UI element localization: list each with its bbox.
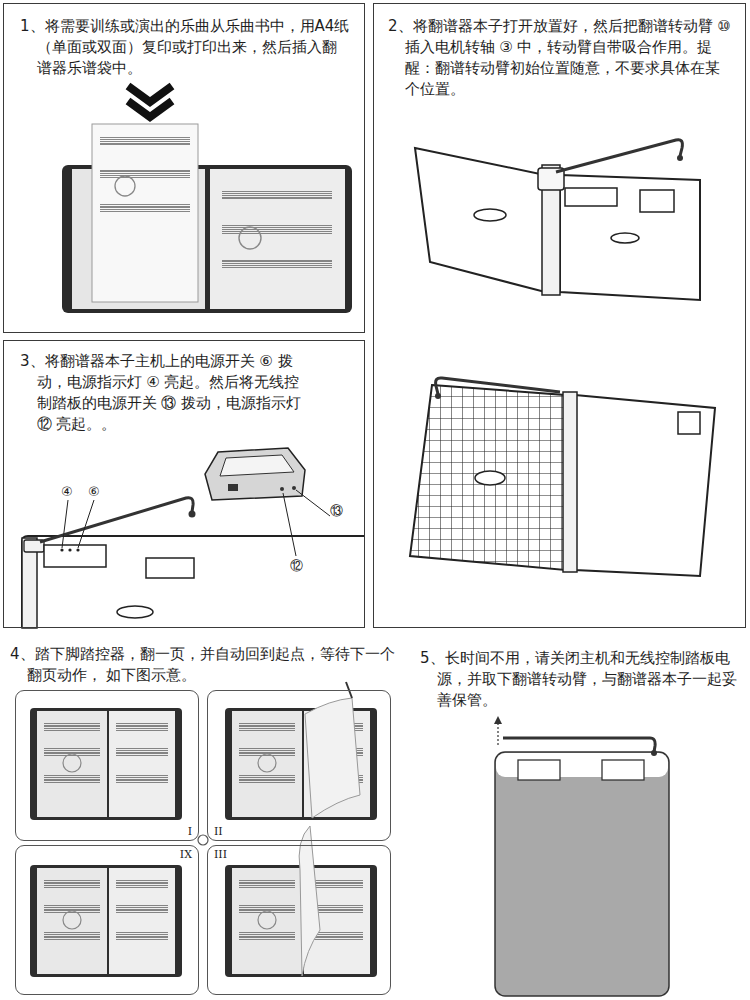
step-text: 2、将翻谱器本子打开放置好，然后把翻谱转动臂 ⑩ 插入电机转轴 ③ 中，转动臂自…	[388, 16, 733, 100]
frame-label: III	[214, 848, 227, 861]
step-text: 4、踏下脚踏控器，翻一页，并自动回到起点，等待下一个翻页动作， 如下图示意。	[10, 644, 399, 686]
step-text: 1、将需要训练或演出的乐曲从乐曲书中，用A4纸（单面或双面）复印或打印出来，然后…	[20, 16, 350, 79]
frame-label: II	[214, 825, 223, 838]
photo-frame: II	[207, 690, 391, 841]
photo-frame: I	[15, 690, 199, 841]
callout-number: ④	[61, 484, 73, 499]
photo-frame: III	[207, 845, 391, 995]
callout-number: ⑥	[88, 484, 100, 499]
step-panel: 3、将翻谱器本子主机上的电源开关 ⑥ 拨动，电源指示灯 ④ 亮起。然后将无线控制…	[3, 340, 365, 628]
callout-number: ⑬	[330, 503, 343, 518]
step-panel: 2、将翻谱器本子打开放置好，然后把翻谱转动臂 ⑩ 插入电机转轴 ③ 中，转动臂自…	[373, 3, 746, 628]
frame-label: I	[188, 825, 192, 838]
frame-label: IX	[180, 848, 192, 861]
step-text: 3、将翻谱器本子主机上的电源开关 ⑥ 拨动，电源指示灯 ④ 亮起。然后将无线控制…	[20, 351, 314, 435]
photo-frame: IX	[15, 845, 199, 995]
step-text: 5、长时间不用，请关闭主机和无线控制踏板电源，并取下翻谱转动臂，与翻谱器本子一起…	[420, 648, 749, 711]
step-panel: 1、将需要训练或演出的乐曲从乐曲书中，用A4纸（单面或双面）复印或打印出来，然后…	[3, 3, 365, 333]
callout-number: ⑫	[290, 558, 303, 573]
